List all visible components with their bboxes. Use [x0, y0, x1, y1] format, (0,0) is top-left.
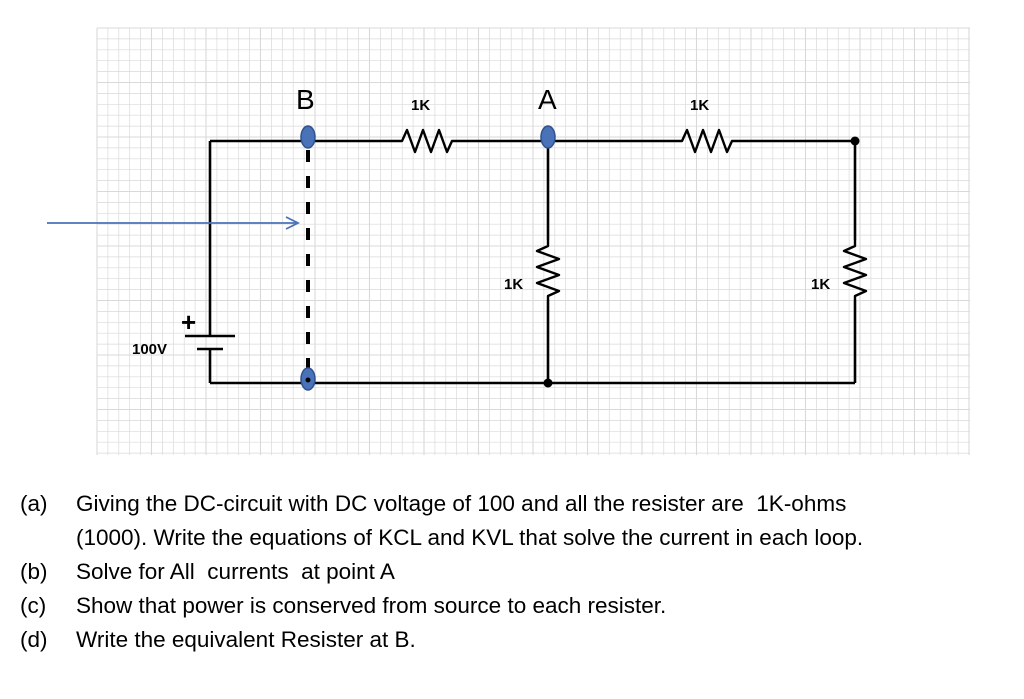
question-text: Solve for All currents at point A: [76, 555, 1010, 589]
node-a: [540, 125, 556, 149]
junction-dot-bottom-mid: [543, 378, 553, 388]
node-b-top: [300, 125, 316, 149]
battery-plus-sign: +: [181, 307, 196, 337]
question-item: (a) Giving the DC-circuit with DC voltage…: [20, 487, 1010, 555]
question-text-line: Giving the DC-circuit with DC voltage of…: [76, 491, 847, 516]
question-text: Giving the DC-circuit with DC voltage of…: [76, 487, 1010, 555]
resistor-top-left: [396, 128, 457, 154]
battery-symbol: [185, 334, 235, 351]
resistor-top-right: [676, 128, 737, 154]
resistor-middle-label: 1K: [504, 276, 523, 293]
grid-background: [96, 27, 970, 455]
resistor-middle: [535, 240, 561, 300]
question-label: (a): [20, 491, 48, 516]
question-item: (d) Write the equivalent Resister at B.: [20, 623, 1010, 657]
question-item: (b) Solve for All currents at point A: [20, 555, 1010, 589]
arrow-pointer-icon: [47, 216, 301, 230]
question-text-line: (1000). Write the equations of KCL and K…: [76, 525, 864, 550]
question-text: Show that power is conserved from source…: [76, 589, 1010, 623]
resistor-top-left-label: 1K: [411, 97, 430, 114]
junction-dot-top-right: [850, 136, 860, 146]
resistor-right: [842, 240, 868, 300]
source-voltage-label: 100V: [132, 341, 167, 358]
question-item: (c) Show that power is conserved from sou…: [20, 589, 1010, 623]
circuit-diagram: + 100V B A 1K 1K 1K 1K: [47, 27, 970, 455]
question-text-line: Solve for All currents at point A: [76, 559, 395, 584]
node-b-bottom-center-dot: [305, 377, 311, 383]
node-b-label: B: [296, 84, 315, 115]
question-text: Write the equivalent Resister at B.: [76, 623, 1010, 657]
question-list: (a) Giving the DC-circuit with DC voltage…: [20, 487, 1010, 657]
question-text-line: Write the equivalent Resister at B.: [76, 627, 416, 652]
question-label: (b): [20, 559, 48, 584]
circuit-wires: [208, 139, 857, 385]
resistor-right-label: 1K: [811, 276, 830, 293]
question-text-line: Show that power is conserved from source…: [76, 593, 667, 618]
question-label: (c): [20, 593, 47, 618]
node-a-label: A: [538, 84, 557, 115]
question-label: (d): [20, 627, 48, 652]
resistor-top-right-label: 1K: [690, 97, 709, 114]
